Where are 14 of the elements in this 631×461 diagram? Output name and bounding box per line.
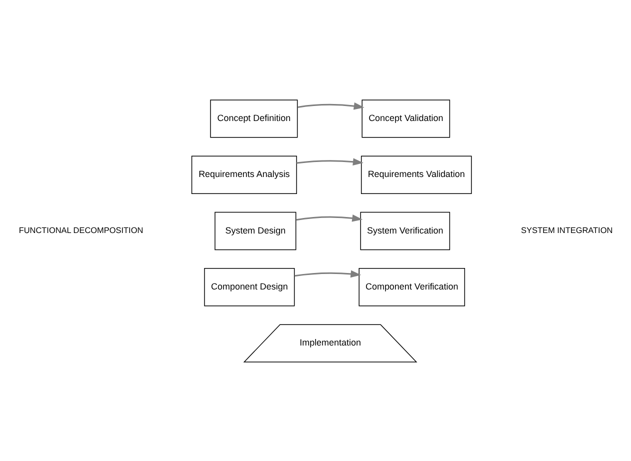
arrow <box>297 102 364 110</box>
node-box: System Design <box>214 211 296 250</box>
label: SYSTEM INTEGRATION <box>521 226 613 235</box>
node-box: Component Verification <box>358 268 466 306</box>
arrow <box>296 214 363 222</box>
node-box: Concept Definition <box>210 99 298 138</box>
node-box: Requirements Analysis <box>191 155 297 194</box>
label: FUNCTIONAL DECOMPOSITION <box>18 226 144 235</box>
node-box: Concept Validation <box>362 99 450 138</box>
arrow <box>294 270 362 278</box>
arrow <box>296 158 364 165</box>
node-box: System Verification <box>360 211 450 250</box>
node-box: Requirements Validation <box>360 155 472 194</box>
node-box: Component Design <box>204 268 295 306</box>
